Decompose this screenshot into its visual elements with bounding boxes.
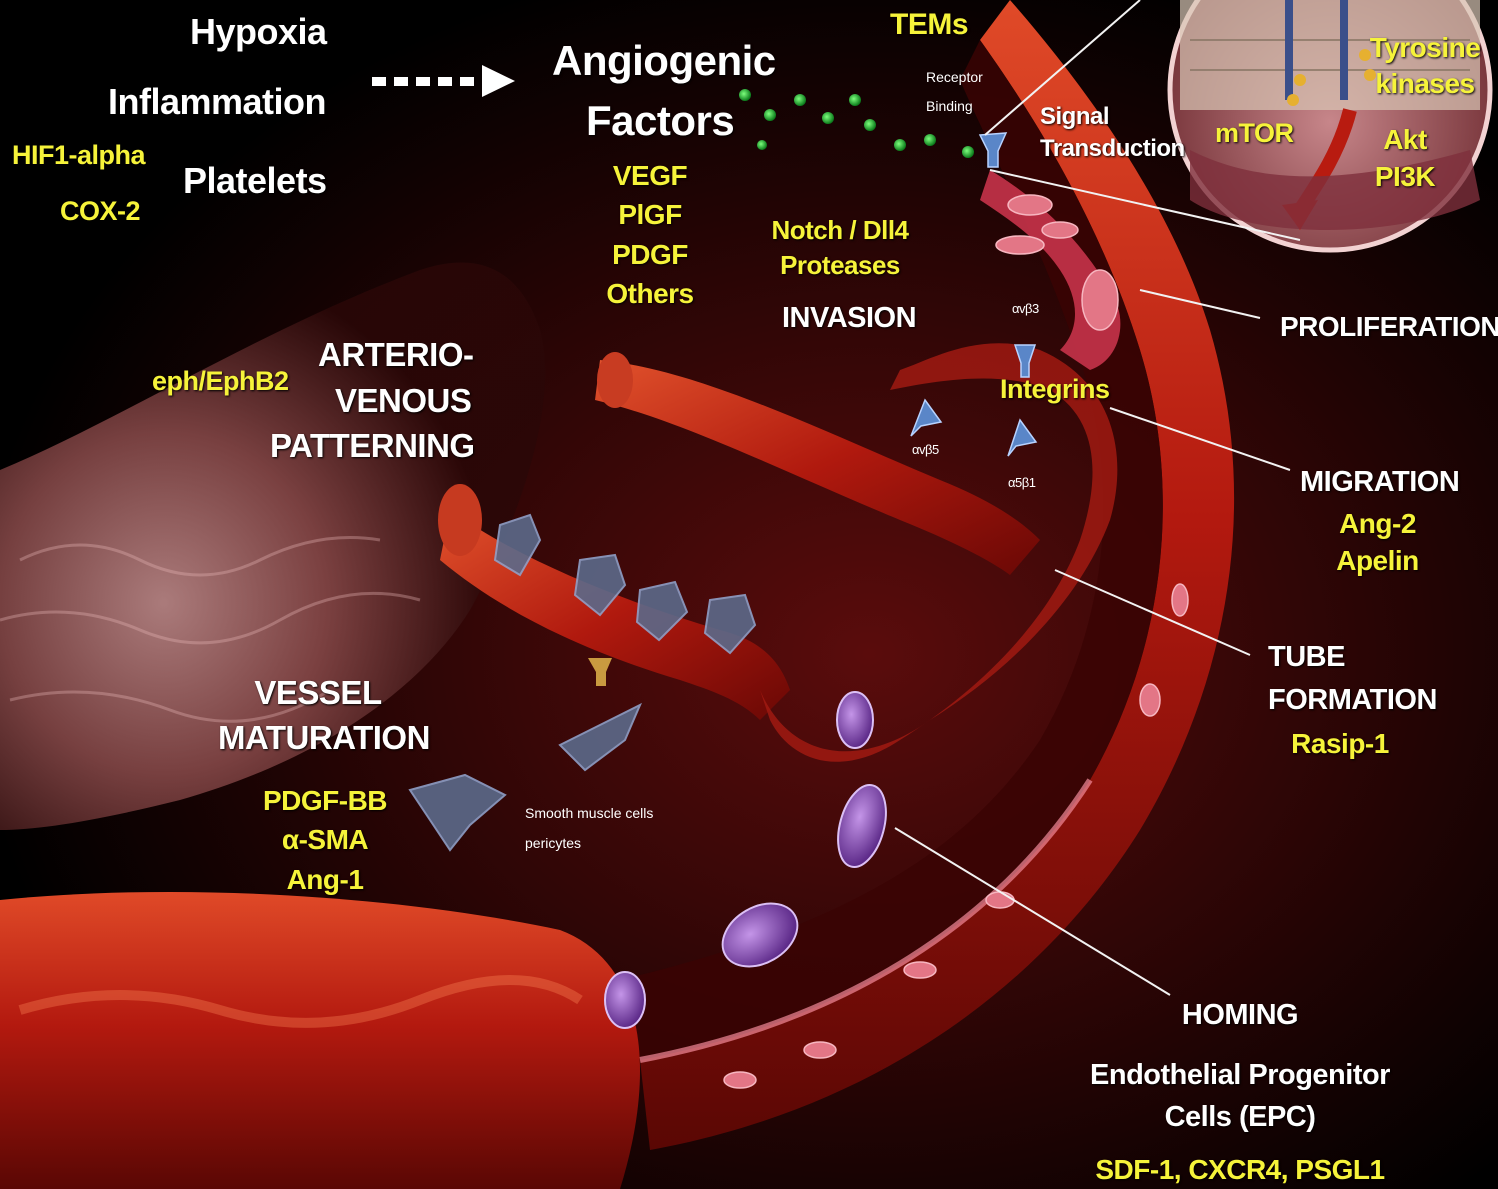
factor-ang-2: Ang-2	[1300, 510, 1455, 538]
factor-proteases: Proteases	[765, 252, 915, 278]
receptor-binding-1: Receptor	[926, 70, 983, 84]
mature-vessel-end	[438, 484, 482, 556]
label-tube: TUBE	[1268, 643, 1345, 672]
label-invasion: INVASION	[782, 304, 916, 333]
factor-alpha-sma: α-SMA	[245, 826, 405, 854]
factor-cox-2: COX-2	[60, 198, 140, 225]
inset-pi3k: PI3K	[1365, 163, 1445, 191]
signal-transduction-2: Transduction	[1040, 137, 1185, 161]
factor-tems: TEMs	[890, 10, 968, 40]
inset-tyrosine-2: kinases	[1365, 70, 1485, 98]
factor-hif1-alpha: HIF1-alpha	[12, 142, 145, 169]
stimulus-inflammation: Inflammation	[108, 84, 326, 120]
label-proliferation: PROLIFERATION	[1280, 313, 1498, 341]
label-vessel: VESSEL	[218, 676, 418, 709]
factor-apelin: Apelin	[1300, 547, 1455, 575]
label-epc-2: Cells (EPC)	[1080, 1103, 1400, 1132]
smooth-muscle-label-1: Smooth muscle cells	[525, 806, 653, 820]
receptor-binding-2: Binding	[926, 99, 973, 113]
inset-mtor: mTOR	[1215, 120, 1294, 147]
stimulus-platelets: Platelets	[183, 163, 327, 199]
factor-others: Others	[600, 280, 700, 308]
inset-tyrosine-1: Tyrosine	[1365, 34, 1485, 62]
smooth-muscle-label-2: pericytes	[525, 836, 581, 850]
label-epc-1: Endothelial Progenitor	[1080, 1061, 1400, 1090]
angiogenic-factors-title-1: Angiogenic	[552, 40, 776, 82]
factor-sdf1-cxcr4-psgl1: SDF-1, CXCR4, PSGL1	[1080, 1156, 1400, 1184]
label-patterning: PATTERNING	[270, 429, 475, 462]
label-maturation: MATURATION	[218, 721, 418, 754]
inset-akt: Akt	[1365, 126, 1445, 154]
bottom-vessel	[0, 892, 640, 1189]
angiogenic-factors-title-2: Factors	[586, 100, 734, 142]
label-migration: MIGRATION	[1300, 468, 1455, 497]
label-integrins: Integrins	[1000, 376, 1110, 403]
integrin-avb5: αvβ5	[912, 443, 939, 456]
label-arterio: ARTERIO-	[318, 338, 474, 371]
integrin-a5b1: α5β1	[1008, 476, 1035, 489]
factor-ang-1: Ang-1	[245, 866, 405, 894]
label-homing: HOMING	[1140, 1001, 1340, 1030]
factor-vegf: VEGF	[600, 162, 700, 190]
factor-rasip-1: Rasip-1	[1270, 730, 1410, 758]
sprout-tube-end	[597, 352, 633, 408]
factor-pdgf: PDGF	[600, 241, 700, 269]
label-formation: FORMATION	[1268, 686, 1437, 715]
factor-pdgf-bb: PDGF-BB	[245, 787, 405, 815]
factor-plgf: PlGF	[600, 201, 700, 229]
factor-notch-dll4: Notch / Dll4	[765, 217, 915, 243]
integrin-avb3: αvβ3	[1012, 302, 1039, 315]
stimulus-hypoxia: Hypoxia	[190, 14, 327, 50]
factor-eph-ephb2: eph/EphB2	[152, 368, 289, 395]
signal-transduction-1: Signal	[1040, 105, 1109, 129]
label-venous: VENOUS	[335, 384, 471, 417]
